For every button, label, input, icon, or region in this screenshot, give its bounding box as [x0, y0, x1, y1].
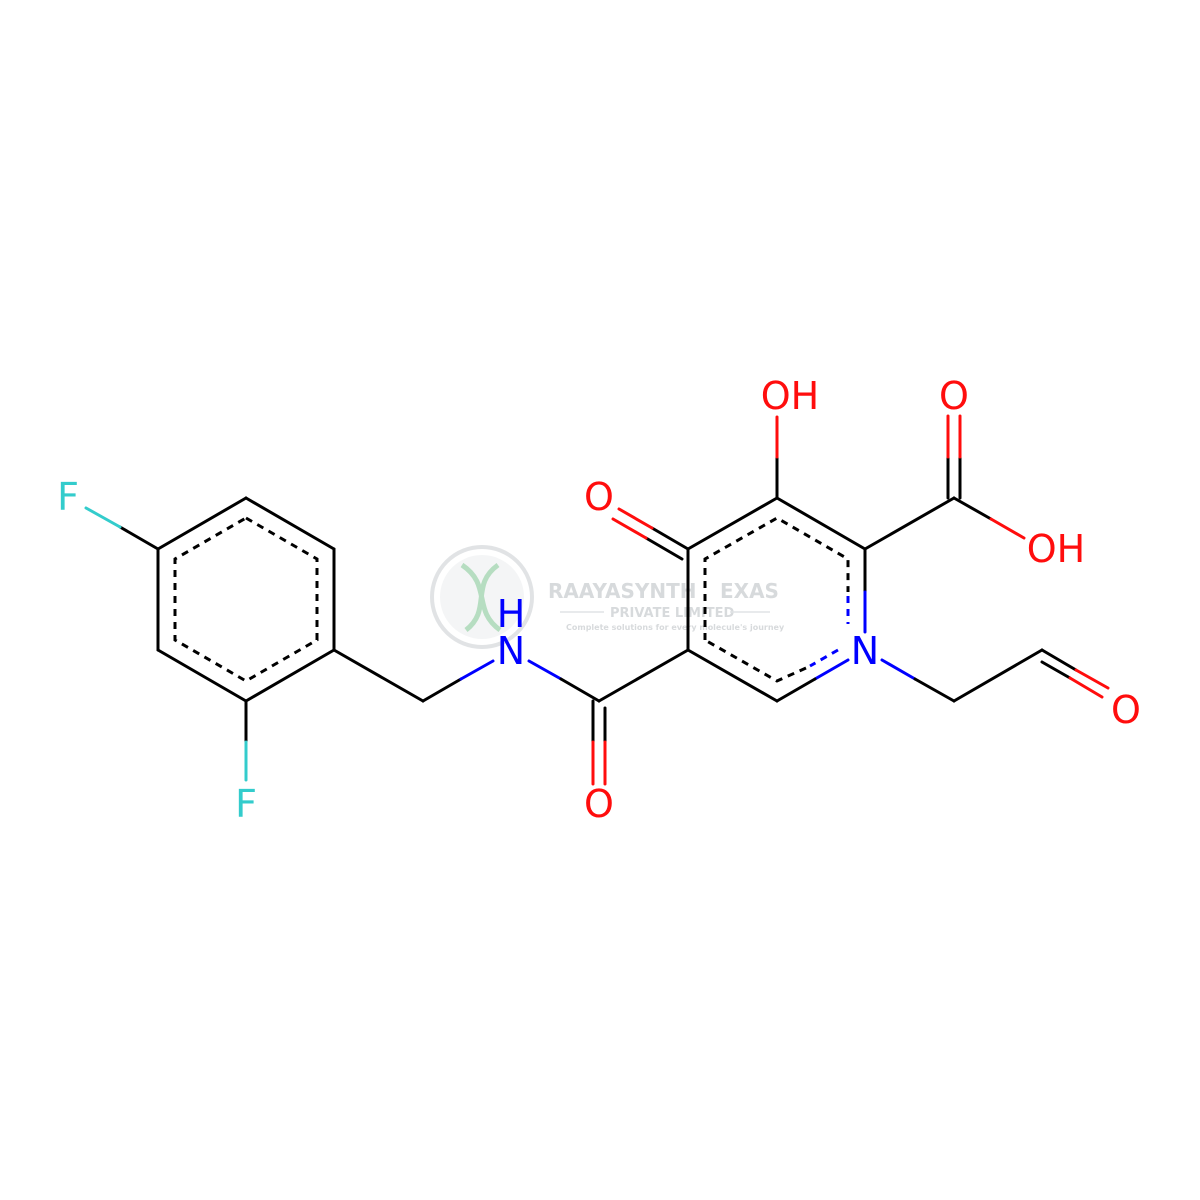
bond-aldehyde-2a: [1040, 660, 1072, 680]
bond-b1-b2: [244, 496, 336, 551]
ring-nitrogen: N: [851, 629, 879, 673]
pyridinone-aromatic-dash-black: [703, 516, 850, 640]
pyridinone-ring: [686, 496, 867, 703]
bond-b6-b1: [156, 496, 248, 551]
bond-f-top: [84, 506, 122, 529]
bond-ketone-1a: [650, 526, 690, 551]
watermark-logo-icon: [430, 545, 534, 649]
bond-acid-oh-red: [989, 517, 1026, 540]
watermark-line3: Complete solutions for every molecule's …: [566, 623, 785, 632]
amide-hydrogen: H: [497, 592, 526, 636]
bond-f-top-carbon: [118, 525, 160, 551]
bond-b4-b5: [156, 648, 248, 703]
fluorine-bottom: F: [235, 782, 257, 826]
bond-n-ch2-blue: [880, 658, 917, 681]
bond-ring-acid: [863, 496, 956, 551]
benzene-aromatic-circle: [173, 516, 319, 683]
aldehyde-oxygen: O: [1111, 688, 1141, 732]
watermark: RAAYASYNTH EXAS PRIVATE LIMITED Complete…: [430, 545, 785, 649]
dna-helix-icon: [460, 562, 502, 633]
bond-r6-r1: [686, 648, 779, 703]
bond-ring-ch2: [332, 648, 425, 703]
bond-aldehyde-1b: [1074, 668, 1110, 690]
bond-carbonyl-ring: [597, 648, 690, 703]
ketone-oxygen: O: [584, 475, 614, 519]
bond-n-r6-black: [775, 677, 817, 703]
amide-nitrogen: N: [497, 629, 525, 673]
fluorine-top: F: [57, 475, 79, 519]
bond-ketone-2b: [611, 517, 648, 540]
bond-aldehyde-1a: [1040, 648, 1078, 672]
bond-b3-b4: [244, 648, 336, 703]
amide-oxygen: O: [584, 782, 614, 826]
watermark-line2: PRIVATE LIMITED: [610, 606, 735, 621]
bond-ch2-cho: [952, 648, 1044, 703]
bond-n-carbonyl-blue: [527, 659, 563, 681]
pyridinone-aromatic-dash-blue-2: [809, 648, 839, 668]
bond-n-carbonyl-black: [559, 677, 601, 703]
hydroxyl-group: OH: [761, 374, 819, 418]
bond-acid-oh-black: [952, 496, 993, 521]
bond-ketone-2a: [644, 536, 684, 561]
bond-n-r6-blue: [813, 658, 850, 681]
watermark-line1: RAAYASYNTH: [548, 579, 697, 603]
bond-aldehyde-2b: [1068, 676, 1104, 699]
acid-carbonyl-oxygen: O: [939, 374, 969, 418]
benzene-ring: [156, 496, 336, 703]
bond-ketone-1b: [617, 507, 654, 530]
bond-ch2-n-black: [421, 677, 463, 703]
bond-r3-r4: [775, 496, 867, 551]
acid-hydroxyl: OH: [1027, 527, 1085, 571]
bond-ch2-n-blue: [459, 659, 495, 681]
pyridinone-aromatic-dash-black-2: [704, 638, 807, 683]
watermark-line1-suffix: EXAS: [720, 579, 779, 603]
bond-n-ch2-black: [913, 677, 956, 703]
bond-r2-r3: [686, 496, 779, 551]
